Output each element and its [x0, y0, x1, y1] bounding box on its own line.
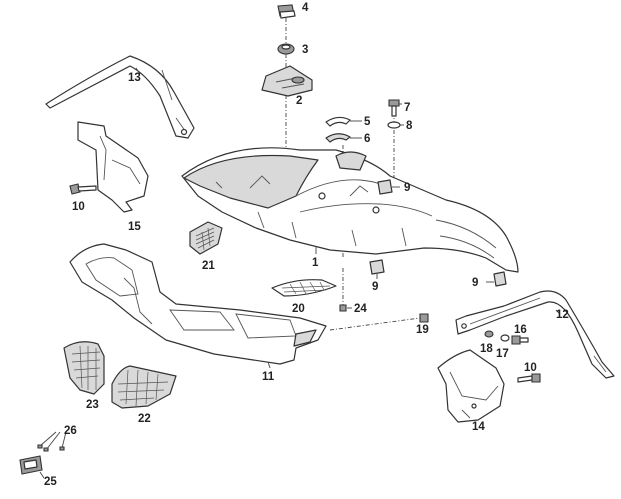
callout-c19: 19 — [416, 324, 429, 336]
part-8-washer — [387, 121, 401, 129]
callout-c23: 23 — [86, 399, 99, 411]
part-26-screws — [37, 431, 67, 452]
callout-c3: 3 — [302, 44, 308, 56]
part-24-screw — [339, 304, 347, 312]
callout-c26: 26 — [64, 425, 77, 437]
callout-c18: 18 — [480, 343, 493, 355]
callout-c10b: 10 — [524, 362, 537, 374]
part-3-grommet — [277, 43, 295, 55]
leader-25 — [39, 471, 45, 479]
callout-c4: 4 — [302, 2, 309, 14]
callout-c10a: 10 — [72, 201, 85, 213]
part-20-mesh-plate — [271, 279, 337, 297]
part-1-rear-fender — [181, 147, 519, 273]
callout-c1: 1 — [312, 257, 319, 269]
part-19-plug — [419, 313, 429, 323]
callout-c14: 14 — [472, 421, 485, 433]
callout-c5: 5 — [364, 116, 371, 128]
part-18-grommet — [484, 330, 494, 338]
part-9-nut-a — [377, 179, 393, 195]
part-10-bolt-right — [517, 373, 541, 383]
callout-c16: 16 — [514, 324, 527, 336]
part-23-grille — [63, 341, 105, 395]
callout-c9c: 9 — [472, 277, 478, 289]
part-4-cap — [277, 4, 296, 19]
callout-c20: 20 — [292, 303, 305, 315]
callout-c12: 12 — [556, 309, 569, 321]
part-9-nut-c — [493, 271, 507, 287]
part-13-strap — [45, 55, 195, 139]
part-17-washer — [500, 334, 510, 342]
callout-c6: 6 — [364, 133, 370, 145]
part-14-bracket-panel — [437, 349, 505, 423]
callout-c15: 15 — [128, 221, 141, 233]
callout-c2: 2 — [296, 95, 302, 107]
part-16-bolt — [511, 335, 529, 345]
part-2-bracket — [261, 65, 313, 97]
callout-c8: 8 — [406, 120, 413, 132]
part-7-bolt — [388, 99, 400, 117]
part-6-clip — [325, 133, 351, 143]
leader-11 — [267, 361, 271, 369]
part-22-grille — [111, 365, 177, 409]
callout-c17: 17 — [496, 348, 509, 360]
callout-c11: 11 — [262, 371, 275, 383]
callout-c24: 24 — [354, 303, 367, 315]
part-9-nut-b — [369, 259, 385, 275]
leader-13 — [135, 67, 141, 75]
callout-c9a: 9 — [404, 182, 410, 194]
callout-c25: 25 — [44, 476, 57, 488]
callout-c9b: 9 — [372, 281, 378, 293]
callout-c7: 7 — [404, 102, 410, 114]
part-5-clip — [325, 116, 351, 127]
part-12-strap-right — [455, 290, 615, 379]
callout-c21: 21 — [202, 260, 215, 272]
callout-c13: 13 — [128, 72, 141, 84]
part-15-side-panel — [77, 121, 149, 213]
part-11-lower-panel — [69, 243, 327, 365]
part-25-reflector — [19, 455, 43, 475]
part-21-vent — [189, 221, 223, 255]
leader-12 — [555, 309, 561, 315]
leader-19 — [329, 317, 421, 331]
part-10-bolt-left — [69, 183, 97, 195]
callout-c22: 22 — [138, 413, 151, 425]
